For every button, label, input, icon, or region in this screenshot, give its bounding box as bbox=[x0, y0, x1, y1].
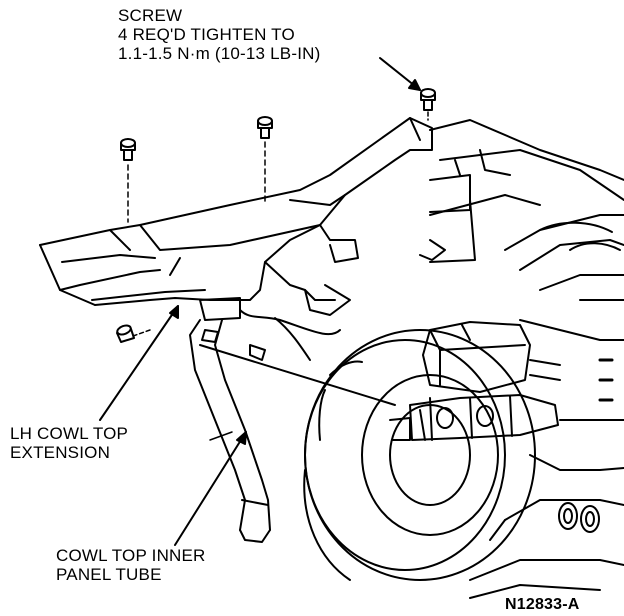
inner-panel-tube-label: COWL TOP INNER PANEL TUBE bbox=[56, 546, 206, 584]
screws bbox=[116, 88, 436, 343]
screw-callout-label: SCREW 4 REQ'D TIGHTEN TO 1.1-1.5 N·m (10… bbox=[118, 6, 320, 63]
inner-panel-tube-part bbox=[189, 309, 341, 543]
cowl-top-extension-line-1: LH COWL TOP bbox=[10, 424, 129, 443]
inner-panel-tube-line-2: PANEL TUBE bbox=[56, 565, 162, 584]
cowl-top-extension-label: LH COWL TOP EXTENSION bbox=[10, 424, 128, 462]
screw-middle bbox=[257, 116, 273, 206]
screw-callout-line-2: 4 REQ'D TIGHTEN TO bbox=[118, 25, 295, 44]
screw-right bbox=[420, 88, 436, 121]
screw-left bbox=[120, 138, 136, 223]
body-panels bbox=[429, 119, 624, 599]
screw-callout-line-3: 1.1-1.5 N·m (10-13 LB-IN) bbox=[118, 44, 321, 63]
screw-lower bbox=[116, 324, 151, 343]
figure-id-label: N12833-A bbox=[505, 596, 580, 613]
screw-callout-line-1: SCREW bbox=[118, 6, 183, 25]
master-cylinder-part bbox=[199, 321, 561, 441]
leader-lines bbox=[99, 57, 421, 546]
cowl-top-extension-part bbox=[39, 117, 446, 321]
inner-panel-tube-line-1: COWL TOP INNER bbox=[56, 546, 206, 565]
brake-booster-part bbox=[303, 329, 536, 581]
cowl-top-extension-line-2: EXTENSION bbox=[10, 443, 111, 462]
